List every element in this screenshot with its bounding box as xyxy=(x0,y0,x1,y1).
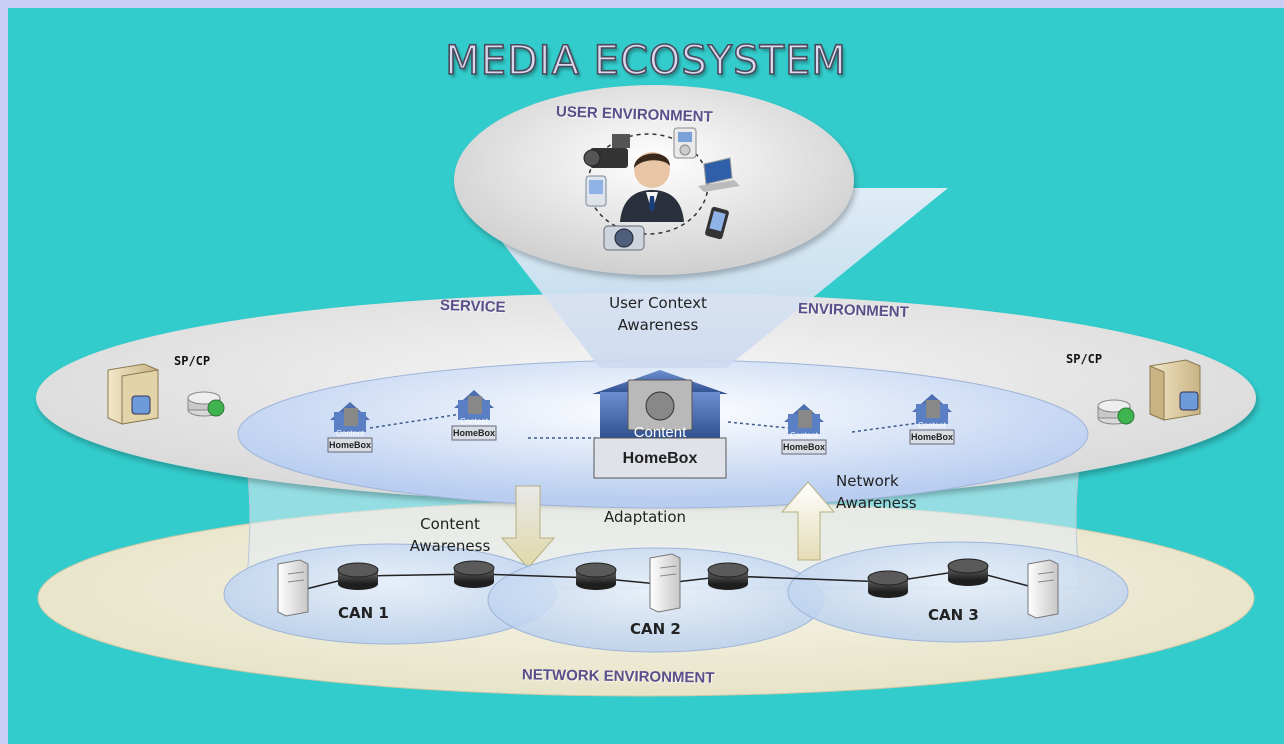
content-awareness-line2: Awareness xyxy=(409,537,491,555)
router-3-icon xyxy=(575,562,617,590)
small-homebox-1-content-label: Content xyxy=(335,429,365,438)
small-homebox-3-icon xyxy=(781,404,827,455)
diagram-graphics xyxy=(36,85,1256,697)
service-label: SERVICE xyxy=(439,296,506,317)
diagram-title: MEDIA ECOSYSTEM xyxy=(444,37,847,85)
content-awareness-line1: Content xyxy=(420,515,480,533)
network-awareness-line2: Awareness xyxy=(836,494,917,512)
small-homebox-3-content-label: Content xyxy=(789,431,819,440)
sp-cp-server-left-icon xyxy=(107,363,159,425)
network-awareness-label: Network Awareness xyxy=(836,470,917,514)
can1-label: CAN 1 xyxy=(338,604,389,622)
router-5-icon xyxy=(867,570,909,598)
database-right-icon xyxy=(1097,399,1135,425)
small-homebox-3-label: HomeBox xyxy=(782,442,825,452)
router-4-icon xyxy=(707,562,749,590)
smartphone-icon xyxy=(705,206,729,240)
network-awareness-arrow xyxy=(780,481,836,561)
sp-cp-server-right-icon xyxy=(1149,359,1201,421)
main-homebox-label: HomeBox xyxy=(622,450,698,467)
small-homebox-1-icon xyxy=(327,402,373,453)
database-left-icon xyxy=(187,391,225,417)
photo-camera-icon xyxy=(603,225,645,251)
small-homebox-2-content-label: Content xyxy=(459,417,489,426)
content-awareness-arrow xyxy=(500,485,556,569)
router-6-icon xyxy=(947,558,989,586)
router-2-icon xyxy=(453,560,495,588)
can2-label: CAN 2 xyxy=(630,620,681,638)
main-homebox-icon xyxy=(592,370,728,479)
laptop-icon xyxy=(698,157,740,192)
sp-cp-left-label: SP/CP xyxy=(174,354,211,368)
homebox-links xyxy=(369,411,927,439)
user-context-awareness-line1: User Context xyxy=(609,294,707,312)
network-environment-label: NETWORK ENVIRONMENT xyxy=(521,666,715,687)
router-1-icon xyxy=(337,562,379,590)
content-awareness-label: Content Awareness xyxy=(398,513,502,557)
can3-ellipse xyxy=(787,541,1129,643)
small-homebox-2-icon xyxy=(451,390,497,441)
adaptation-label: Adaptation xyxy=(604,508,687,526)
small-homebox-4-icon xyxy=(909,394,955,445)
user-context-awareness-label: User Context Awareness xyxy=(588,292,728,336)
video-camera-icon xyxy=(583,134,630,168)
small-homebox-2-label: HomeBox xyxy=(452,428,495,438)
small-homebox-4-label: HomeBox xyxy=(910,432,953,442)
media-player-icon xyxy=(673,127,697,159)
user-person-icon xyxy=(620,152,684,222)
network-awareness-line1: Network xyxy=(836,472,899,490)
can1-server-icon xyxy=(277,559,309,617)
small-homebox-4-content-label: Content xyxy=(917,421,947,430)
small-homebox-1-label: HomeBox xyxy=(328,440,371,450)
pda-icon xyxy=(585,175,607,207)
can3-label: CAN 3 xyxy=(928,606,979,624)
user-context-awareness-line2: Awareness xyxy=(617,316,699,334)
diagram-canvas: MEDIA ECOSYSTEM USER ENVIRONMENT SERVICE… xyxy=(8,8,1284,744)
main-homebox-content-label: Content xyxy=(633,424,687,441)
sp-cp-right-label: SP/CP xyxy=(1066,352,1103,366)
can2-server-icon xyxy=(649,553,681,613)
can3-server-icon xyxy=(1027,559,1059,619)
